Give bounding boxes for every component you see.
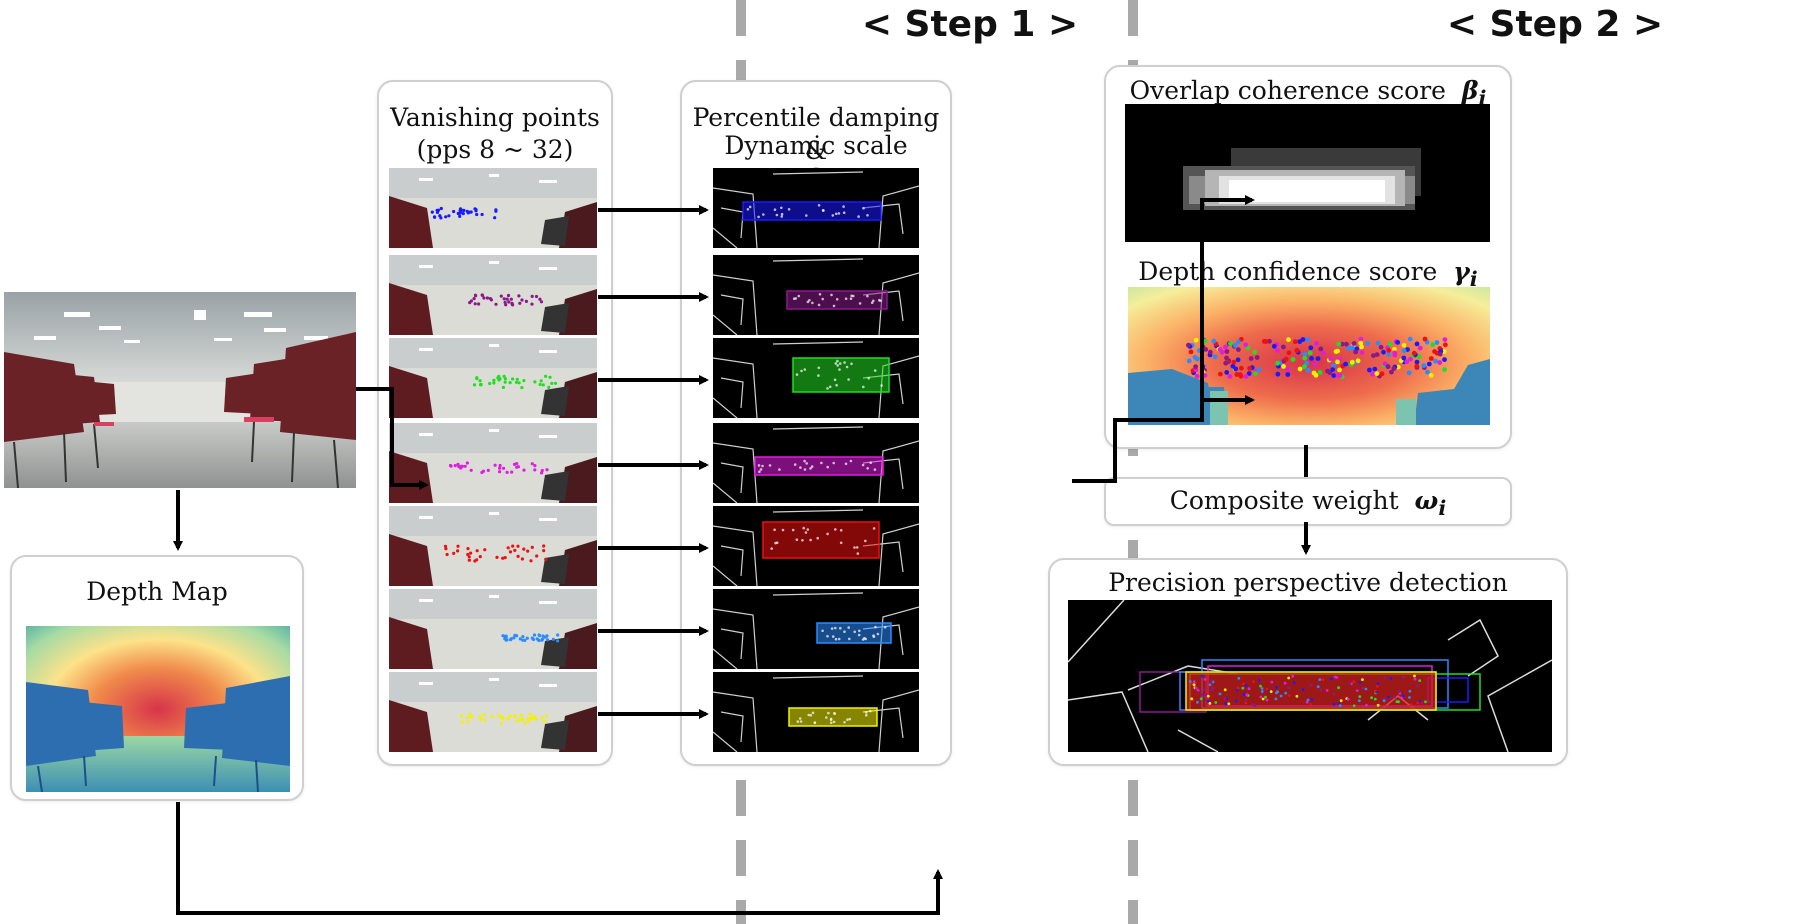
vp-thumbnail-1 xyxy=(389,168,597,248)
vp-thumbnail-6 xyxy=(389,589,597,669)
depth-confidence-title: Depth confidence score γi xyxy=(1104,255,1512,295)
step-1-title: < Step 1 > xyxy=(861,4,1079,45)
overlap-coherence-title: Overlap coherence score βi xyxy=(1104,74,1512,114)
depth-map-title: Depth Map xyxy=(86,577,228,606)
vp-thumbnail-5 xyxy=(389,506,597,586)
composite-weight-label: Composite weight xyxy=(1169,486,1399,515)
edge-thumbnail-6 xyxy=(713,589,919,669)
precision-detection-image xyxy=(1068,600,1552,752)
vp-thumbnail-7 xyxy=(389,672,597,752)
divider-right xyxy=(1128,0,1138,924)
vp-thumbnail-3 xyxy=(389,338,597,418)
vanishing-points-title-line1: Vanishing points xyxy=(390,103,600,132)
composite-weight-box xyxy=(1104,477,1512,526)
gamma-symbol: γi xyxy=(1453,257,1478,291)
overlap-coherence-label: Overlap coherence score xyxy=(1129,76,1446,105)
edge-thumbnail-3 xyxy=(713,338,919,418)
vanishing-points-title-line2: (pps 8 ~ 32) xyxy=(416,135,574,164)
omega-symbol: ωi xyxy=(1414,486,1447,520)
percentile-title-line1: Percentile damping & xyxy=(692,103,940,165)
edge-thumbnail-4 xyxy=(713,423,919,503)
depth-confidence-image xyxy=(1128,287,1490,425)
beta-symbol: βi xyxy=(1461,76,1487,110)
depth-map-image xyxy=(26,626,290,792)
step-2-title: < Step 2 > xyxy=(1446,4,1664,45)
composite-weight-title: Composite weight ωi xyxy=(1104,484,1512,524)
depth-confidence-label: Depth confidence score xyxy=(1138,257,1438,286)
vp-thumbnail-2 xyxy=(389,255,597,335)
precision-detection-title: Precision perspective detection xyxy=(1108,568,1508,597)
edge-thumbnail-2 xyxy=(713,255,919,335)
input-image xyxy=(4,292,356,488)
edge-thumbnail-7 xyxy=(713,672,919,752)
edge-thumbnail-5 xyxy=(713,506,919,586)
edge-thumbnail-1 xyxy=(713,168,919,248)
